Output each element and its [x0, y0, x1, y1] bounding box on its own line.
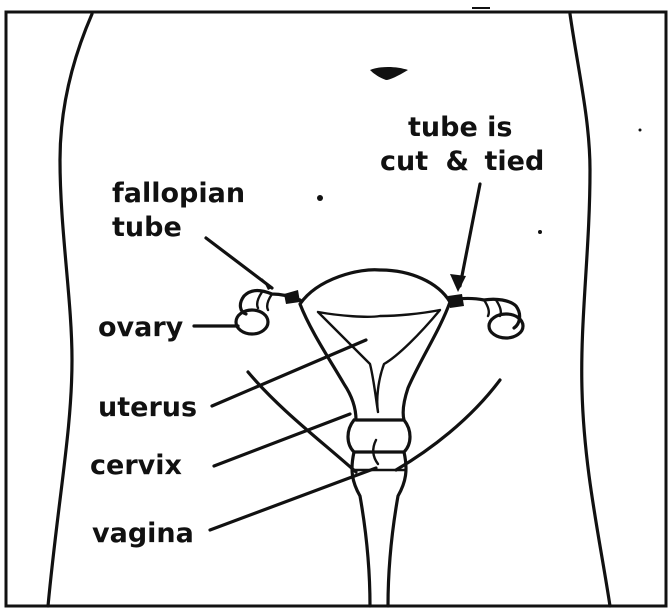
label-vagina: vagina — [92, 518, 194, 549]
label-tied: tied — [485, 146, 545, 177]
label-ovary: ovary — [98, 312, 184, 343]
cervix-leader — [214, 414, 350, 466]
label-cut: cut — [380, 146, 428, 177]
pelvic-curve-right — [396, 380, 500, 470]
navel — [370, 67, 408, 80]
vagina-leader — [210, 468, 376, 530]
speck — [538, 230, 542, 234]
tied-arrowhead — [450, 274, 466, 292]
label-fallopian: fallopian — [112, 178, 245, 209]
cervix-outline — [348, 420, 410, 452]
body-outline-right — [570, 14, 610, 606]
tied-leader — [460, 184, 480, 286]
pelvic-curve-left — [248, 372, 356, 472]
speck — [639, 129, 642, 132]
label-amp: & — [446, 146, 470, 177]
left-ovary — [236, 310, 268, 334]
frame — [6, 12, 666, 606]
right-ligation-mark — [448, 294, 464, 308]
body-outline-left — [48, 14, 92, 606]
label-cervix: cervix — [90, 450, 182, 481]
left-ligation-mark — [284, 290, 300, 304]
label-uterus: uterus — [98, 392, 197, 423]
fallopian-arrowhead — [262, 278, 272, 290]
label-cut-tied: cut & tied — [380, 146, 544, 177]
speck — [317, 195, 323, 201]
label-tube-is: tube is — [408, 112, 513, 143]
uterus-leader — [212, 340, 366, 406]
label-fallopian-tube: tube — [112, 212, 182, 243]
fallopian-leader — [206, 238, 272, 288]
